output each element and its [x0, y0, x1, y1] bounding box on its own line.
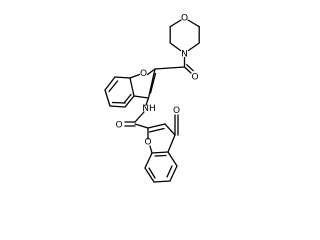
bond [145, 97, 150, 106]
bond [111, 101, 126, 104]
bond [134, 123, 149, 129]
bond [146, 68, 156, 76]
bond [123, 93, 132, 104]
atom-label-o: O [140, 69, 147, 79]
bond [167, 134, 176, 153]
bond [187, 42, 200, 52]
atom-label-o: O [115, 121, 122, 131]
bond [129, 77, 135, 97]
bond [167, 151, 178, 167]
atom-label-o: O [173, 106, 180, 116]
bond [109, 105, 126, 108]
atom-labels: O N O O NH O O O [115, 14, 198, 148]
bond [148, 167, 156, 179]
bond [149, 145, 153, 154]
bond [169, 19, 182, 28]
bond [108, 80, 119, 93]
bond [166, 165, 173, 178]
bond [169, 165, 178, 182]
bond [104, 89, 111, 107]
molecule-diagram: O N O O NH O O O [104, 14, 200, 183]
bond [186, 64, 194, 72]
bond [144, 152, 153, 169]
bonds [104, 19, 200, 183]
bond [147, 123, 166, 129]
bond [124, 95, 135, 108]
bond [114, 76, 131, 79]
bond [153, 180, 171, 183]
atom-label-o: O [181, 14, 188, 24]
bond [151, 151, 169, 154]
bond [149, 72, 157, 94]
bond [104, 76, 116, 91]
bond [164, 123, 176, 136]
bond [154, 154, 167, 157]
bond [134, 111, 145, 123]
atom-label-o: O [191, 73, 198, 83]
bond [183, 66, 192, 74]
bond [147, 68, 156, 99]
atom-label-n: N [181, 50, 188, 60]
bond [187, 19, 200, 28]
bond [129, 73, 141, 79]
bond [144, 167, 155, 183]
atom-label-nh: NH [142, 104, 156, 114]
bond [133, 95, 150, 99]
bond [169, 42, 182, 52]
bond [148, 127, 165, 133]
atom-label-o: O [144, 138, 151, 148]
bond [154, 66, 186, 70]
